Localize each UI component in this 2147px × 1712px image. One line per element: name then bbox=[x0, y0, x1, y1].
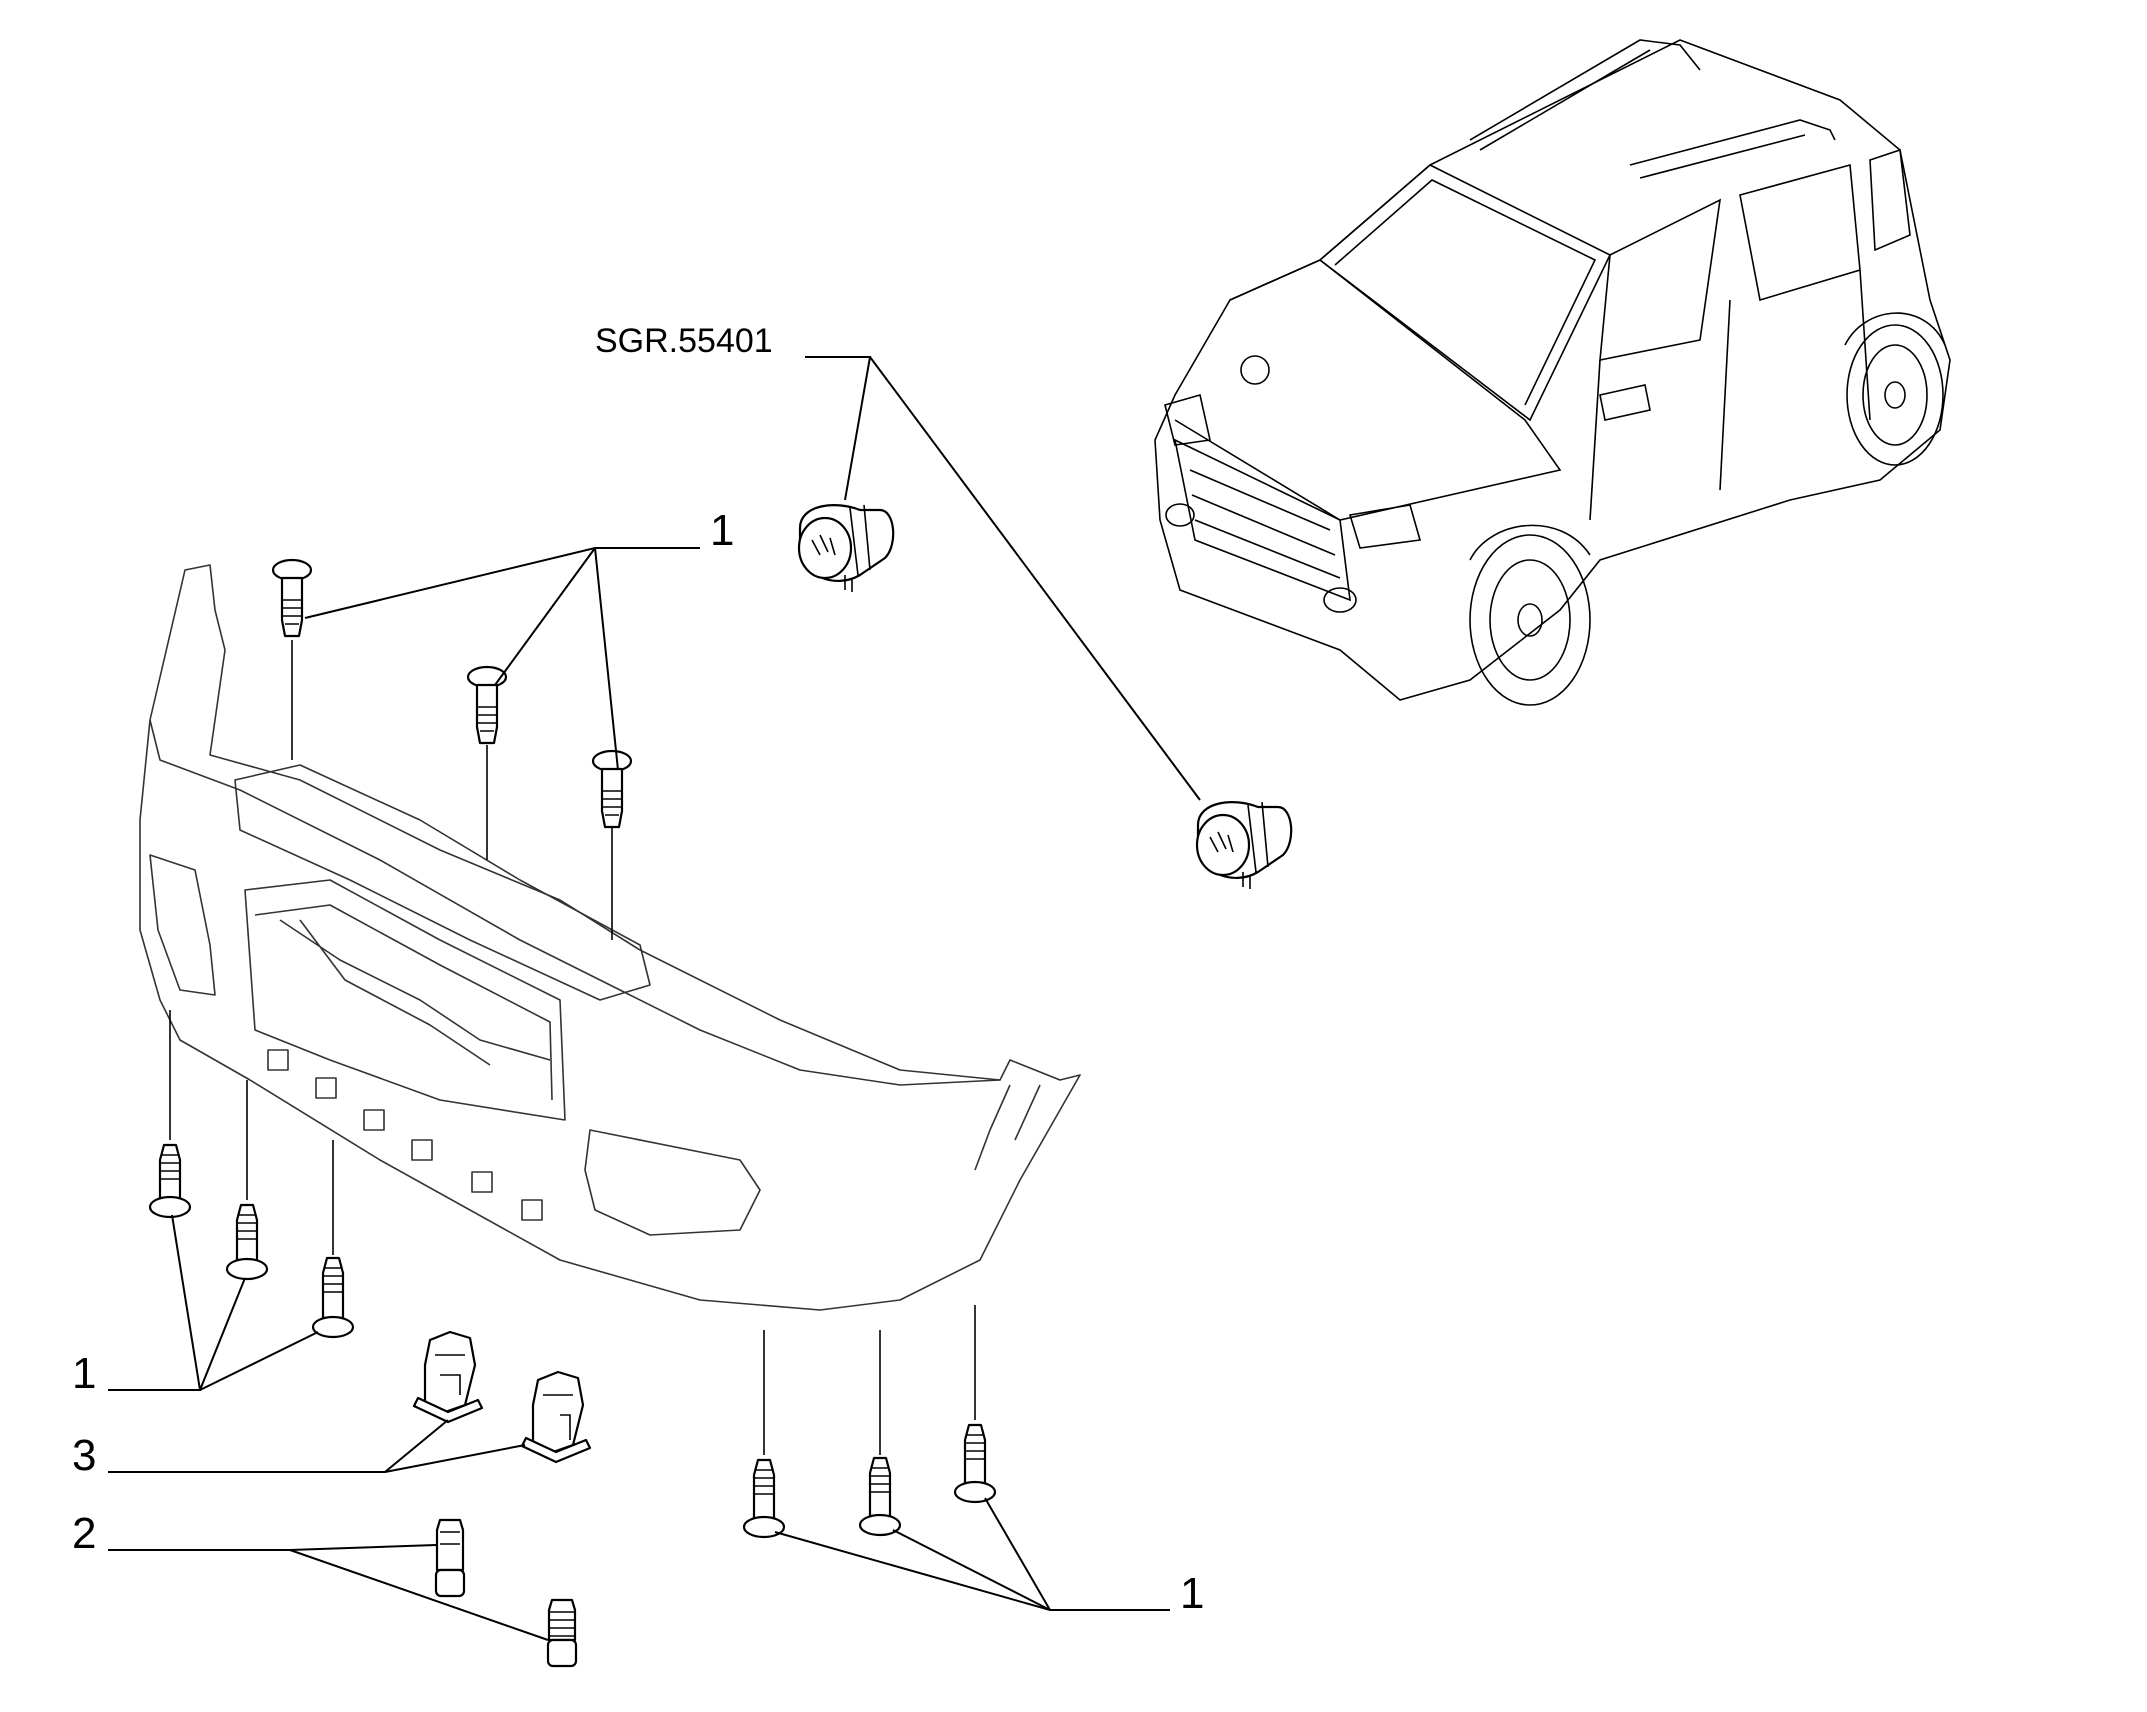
callout-bottom-screws-label: 1 bbox=[1180, 1569, 1204, 1618]
fog-lamp-lower[interactable] bbox=[1195, 801, 1293, 889]
bolt-1[interactable] bbox=[434, 1518, 466, 1598]
screw-top-3[interactable] bbox=[591, 749, 633, 829]
callout-left-screws-label: 1 bbox=[72, 1349, 96, 1398]
screw-bottom-2[interactable] bbox=[858, 1456, 902, 1537]
screw-left-3[interactable] bbox=[311, 1256, 355, 1339]
screw-left-1[interactable] bbox=[148, 1143, 192, 1219]
sgr-reference-label: SGR.55401 bbox=[595, 322, 773, 360]
screw-left-2[interactable] bbox=[225, 1203, 269, 1281]
car-illustration bbox=[1154, 39, 1951, 706]
callout-clips: 3 bbox=[72, 1419, 526, 1480]
fog-lamp-upper[interactable] bbox=[797, 504, 895, 592]
callout-left-screws: 1 bbox=[72, 1214, 319, 1398]
screw-bottom-3[interactable] bbox=[953, 1423, 997, 1504]
callout-bolts-label: 2 bbox=[72, 1509, 96, 1558]
callout-bolts: 2 bbox=[72, 1509, 549, 1641]
screw-top-1[interactable] bbox=[271, 558, 313, 638]
callout-clips-label: 3 bbox=[72, 1431, 96, 1480]
callout-top-screws-label: 1 bbox=[710, 506, 734, 555]
sgr-reference: SGR.55401 bbox=[595, 322, 1201, 801]
front-bumper bbox=[139, 564, 1081, 1311]
callout-top-screws: 1 bbox=[304, 506, 734, 771]
assembly-guide-lines bbox=[169, 640, 976, 1455]
clip-2[interactable] bbox=[520, 1370, 592, 1464]
bolt-2[interactable] bbox=[546, 1598, 578, 1668]
clip-1[interactable] bbox=[412, 1330, 484, 1424]
screw-bottom-1[interactable] bbox=[742, 1458, 786, 1539]
callout-bottom-screws: 1 bbox=[774, 1497, 1204, 1618]
